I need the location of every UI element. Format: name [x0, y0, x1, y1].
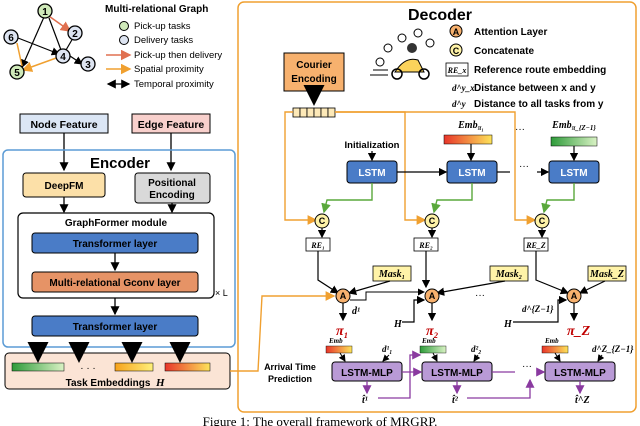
- emb-ellipsis: ···: [515, 124, 525, 135]
- legend-re-symbol: RE_x: [447, 66, 467, 75]
- legend-temporal: Temporal proximity: [134, 79, 214, 90]
- lstm-z: LSTM: [560, 168, 587, 179]
- decoder-panel: [237, 1, 637, 413]
- task-embeddings-label: Task Embeddings: [66, 378, 151, 389]
- mask-1: Mask₁: [378, 269, 405, 280]
- encoder-panel: [2, 149, 236, 348]
- courier-vector: [292, 107, 336, 118]
- arrival-time-line2: Prediction: [268, 374, 312, 384]
- gconv-layer: Multi-relational Gconv layer: [49, 278, 180, 289]
- lstm-mlp-z: LSTM-MLP: [554, 368, 606, 379]
- emb-pi1-sub: π₁: [478, 124, 484, 132]
- lstm-mlp-1: LSTM-MLP: [341, 368, 393, 379]
- mask-z: Mask_Z: [589, 269, 624, 280]
- emb-piz-sub: π_{Z−1}: [572, 124, 597, 132]
- graphformer-title: GraphFormer module: [65, 218, 168, 229]
- concat-node-z: C: [539, 216, 546, 226]
- courier-encoding-line1: Courier: [296, 60, 332, 71]
- attention-node-1: A: [340, 291, 347, 301]
- graph-node-6: 6: [8, 33, 14, 44]
- attention-node-2: A: [429, 291, 436, 301]
- dz1-label: d^{Z−1}: [522, 304, 554, 314]
- legend-reference: Reference route embedding: [474, 65, 606, 76]
- transformer-layer-2: Transformer layer: [73, 322, 158, 333]
- emb-small-1: Emb: [328, 337, 343, 345]
- graph-node-1: 1: [42, 7, 48, 18]
- positional-encoding-line2: Encoding: [149, 190, 195, 201]
- legend-attention: Attention Layer: [474, 27, 547, 38]
- t-hat-z: t̂^Z: [575, 394, 590, 406]
- legend-c-symbol: C: [453, 46, 460, 56]
- h-label-z: H: [503, 319, 513, 330]
- legend-delivery: Delivery tasks: [134, 35, 193, 46]
- h-label-2: H: [393, 319, 403, 330]
- arrival-time-line1: Arrival Time: [264, 362, 316, 372]
- graph-node-2: 2: [72, 29, 78, 40]
- a-ellipsis: ···: [475, 290, 485, 301]
- re-2: RE₂: [418, 241, 433, 250]
- positional-encoding-line1: Positional: [148, 178, 196, 189]
- mlp-ellipsis: ···: [522, 361, 532, 372]
- legend-spatial: Spatial proximity: [134, 64, 204, 75]
- lstm-mlp-2: LSTM-MLP: [431, 368, 483, 379]
- node-feature-box: Node Feature: [30, 119, 97, 131]
- mask-2: Mask₂: [495, 269, 522, 280]
- emb-pi1-label: Emb: [457, 120, 477, 131]
- d11-label: d¹₁: [382, 344, 392, 354]
- dzz-label: d^Z_{Z−1}: [592, 344, 634, 354]
- graph-legend: Multi-relational Graph Pick-up tasks Del…: [105, 4, 222, 90]
- pi-2: π₂: [426, 324, 439, 339]
- legend-dy-symbol: d^y: [452, 99, 467, 109]
- re-z: RE_Z: [525, 241, 546, 250]
- figure-caption: Figure 1: The overall framework of MRGRP…: [203, 414, 438, 426]
- lstm-1: LSTM: [358, 168, 385, 179]
- t-hat-2: t̂²: [452, 394, 459, 406]
- emb-small-2: Emb: [421, 337, 436, 345]
- legend-distance-all: Distance to all tasks from y: [474, 99, 604, 110]
- legend-pickup-delivery: Pick-up then delivery: [134, 50, 222, 61]
- emb-small-z: Emb: [544, 337, 559, 345]
- edge-feature-box: Edge Feature: [138, 119, 205, 131]
- svg-text:Embπ₁: Embπ₁: [457, 120, 484, 132]
- initialization-label: Initialization: [345, 140, 400, 151]
- courier-encoding-line2: Encoding: [291, 74, 337, 85]
- graph-node-3: 3: [85, 60, 91, 71]
- d22-label: d²₂: [471, 344, 481, 354]
- concat-node-2: C: [429, 216, 436, 226]
- re-1: RE₁: [310, 241, 324, 250]
- emb-piz-label: Emb: [551, 120, 571, 131]
- legend-a-symbol: A: [453, 27, 460, 37]
- decoder-title: Decoder: [408, 7, 472, 24]
- lstm-2: LSTM: [458, 168, 485, 179]
- deepfm-box: DeepFM: [45, 181, 84, 192]
- svg-text:Embπ_{Z−1}: Embπ_{Z−1}: [551, 120, 596, 132]
- d1-label: d¹: [352, 306, 360, 317]
- concat-node-1: C: [319, 216, 326, 226]
- courier-scooter-icon: [370, 28, 435, 80]
- graph-title: Multi-relational Graph: [105, 4, 208, 15]
- attention-node-z: A: [571, 291, 578, 301]
- transformer-layer-1: Transformer layer: [73, 239, 158, 250]
- embeddings-ellipsis: · · ·: [80, 363, 96, 374]
- t-hat-1: t̂¹: [362, 394, 368, 406]
- times-l-label: × L: [215, 288, 228, 298]
- pi-1: π₁: [336, 324, 349, 339]
- legend-dxy-symbol: d^y_x: [452, 83, 475, 93]
- graph-node-5: 5: [14, 68, 20, 79]
- multi-relational-graph: 1 2 3 4 5 6: [3, 3, 96, 80]
- lstm-ellipsis-1: ···: [519, 161, 529, 172]
- task-embeddings-symbol: H: [155, 377, 165, 389]
- legend-concatenate: Concatenate: [474, 46, 534, 57]
- encoder-title: Encoder: [90, 155, 150, 172]
- pi-z: π_Z: [567, 324, 591, 339]
- graph-node-4: 4: [60, 52, 66, 63]
- legend-distance-xy: Distance between x and y: [474, 83, 596, 94]
- legend-pickup: Pick-up tasks: [134, 21, 191, 32]
